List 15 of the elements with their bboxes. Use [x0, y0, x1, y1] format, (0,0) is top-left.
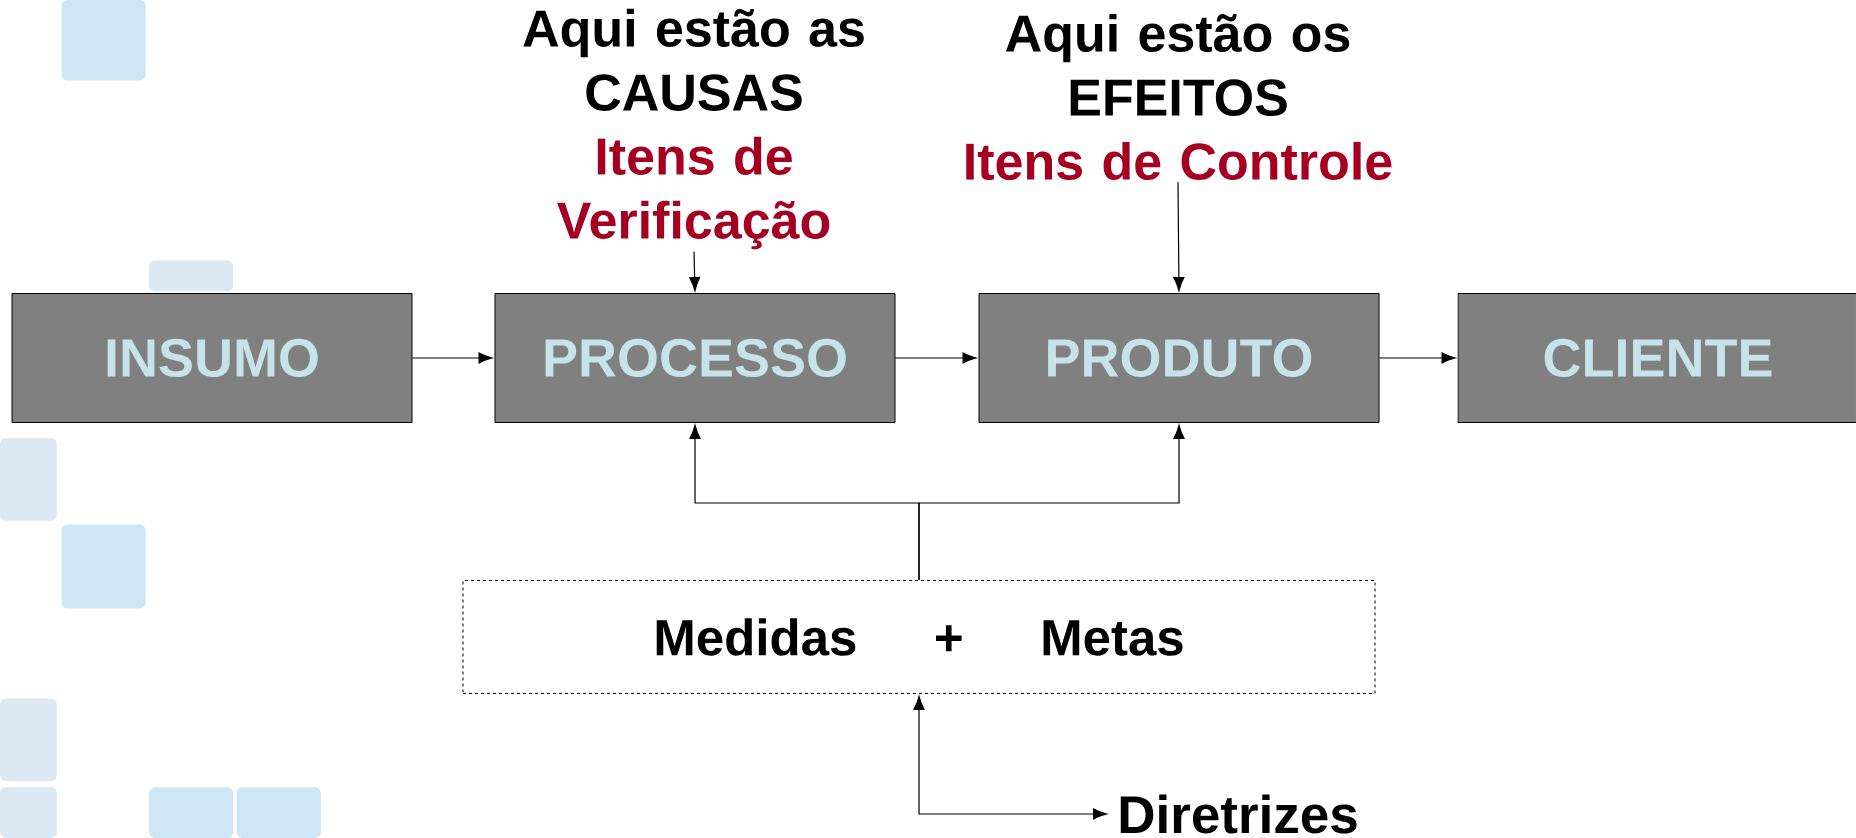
- arrow: [689, 250, 701, 292]
- annotation-text: Aqui estão os EFEITOS Itens de Controle: [966, 13, 1392, 181]
- arrow: [411, 352, 493, 364]
- process-box: CLIENTE: [1457, 293, 1856, 423]
- arrow: [894, 352, 977, 364]
- process-box: PROCESSO: [494, 293, 896, 423]
- annotation-text: Aqui estão as CAUSAS Itens de Verificação: [523, 8, 864, 250]
- process-box: PRODUTO: [978, 293, 1380, 423]
- arrow: [918, 424, 1185, 581]
- arrow: [1378, 352, 1456, 364]
- arrow: [1173, 181, 1185, 292]
- dashed-box: Medidas + Metas: [462, 580, 1376, 694]
- process-box: INSUMO: [11, 293, 413, 423]
- arrow: [913, 695, 1108, 820]
- output-label: Diretrizes: [1120, 794, 1357, 834]
